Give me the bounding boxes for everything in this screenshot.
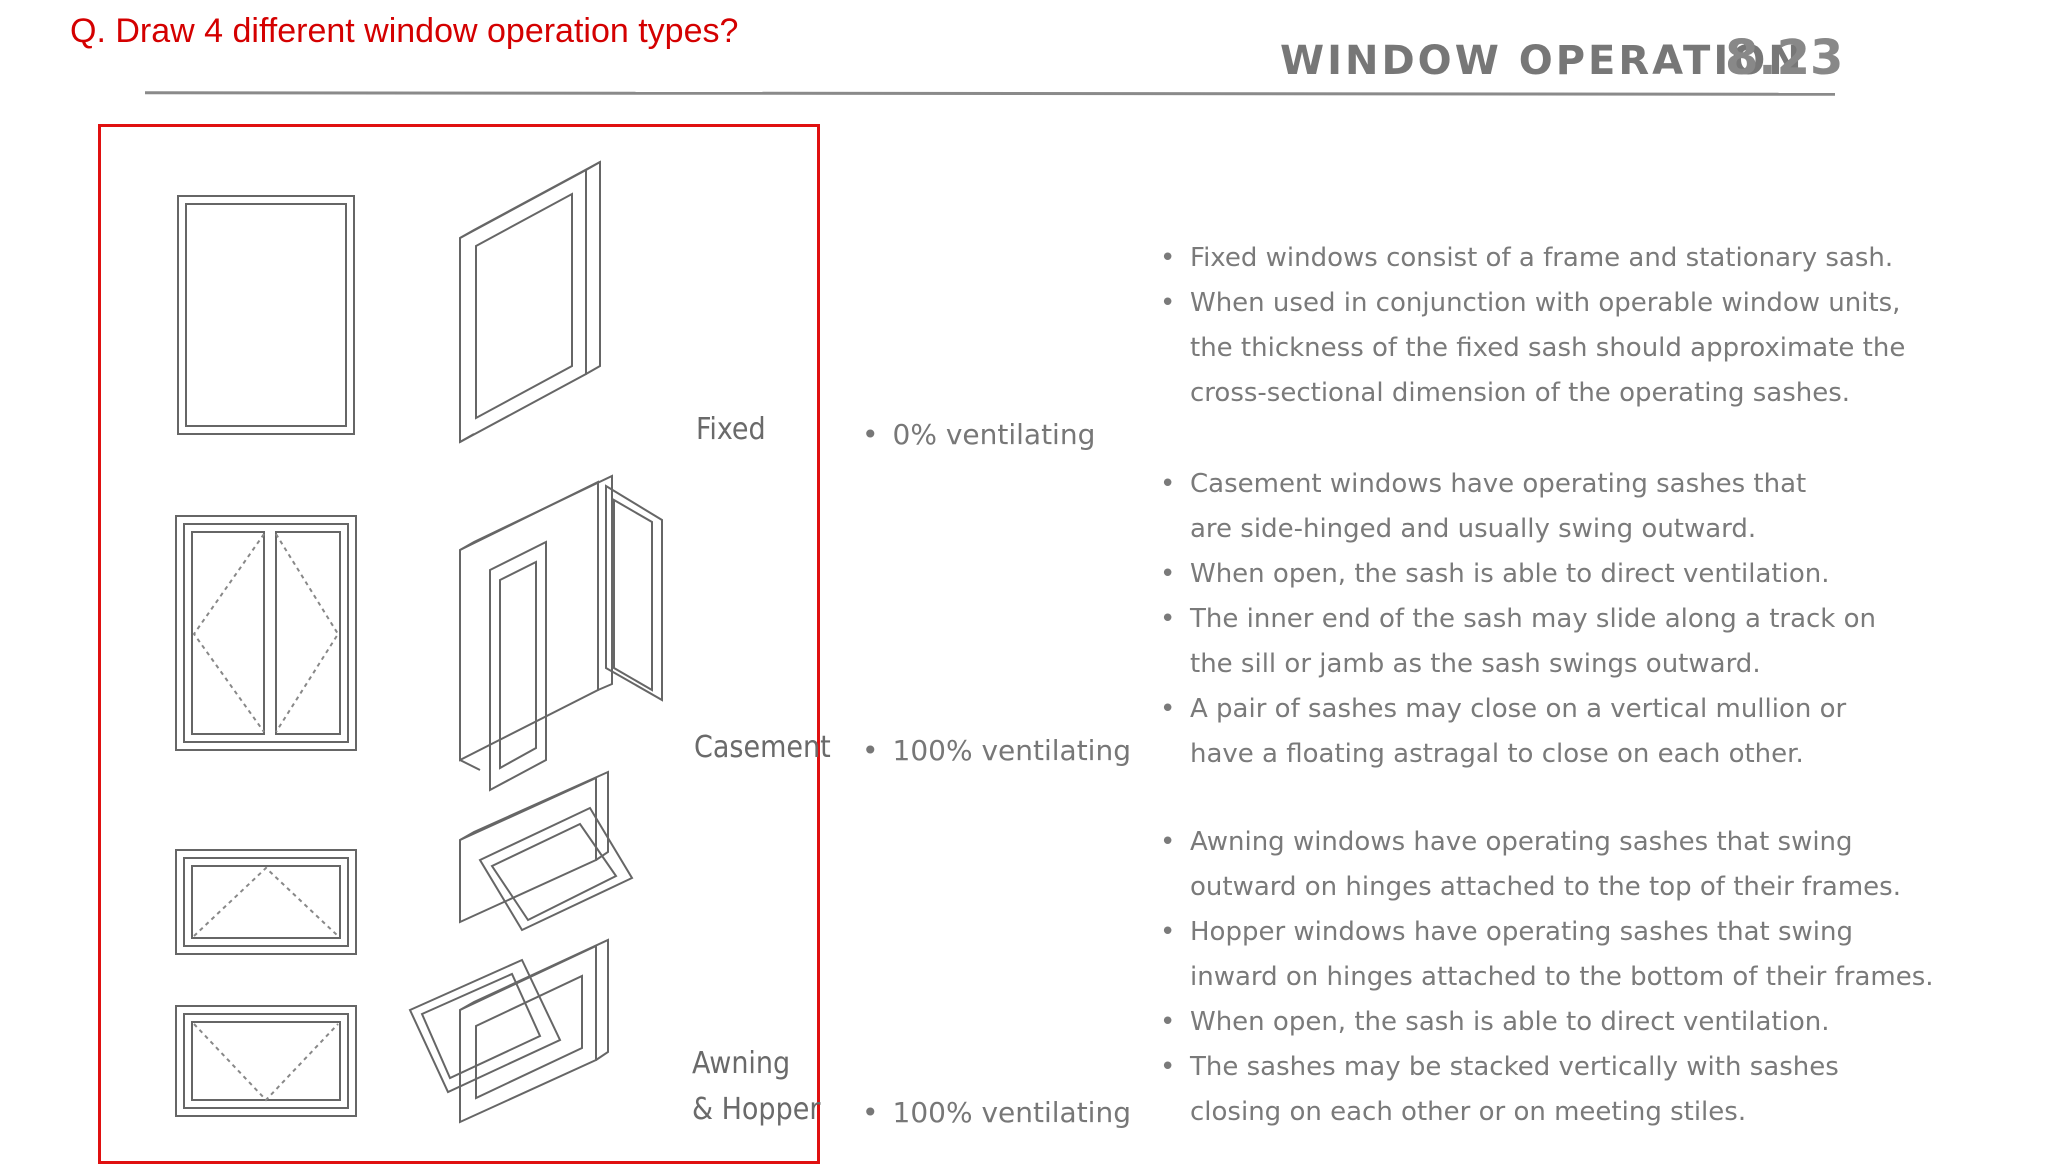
note-line: Awning windows have operating sashes tha… <box>1160 820 1934 865</box>
note-line: have a floating astragal to close on eac… <box>1190 739 1804 769</box>
note-line: When used in conjunction with operable w… <box>1160 281 1905 326</box>
awning-isometric-drawing <box>459 770 634 932</box>
note-line: the thickness of the fixed sash should a… <box>1190 333 1906 363</box>
note-line: Fixed windows consist of a frame and sta… <box>1160 236 1905 281</box>
hopper-isometric-drawing <box>408 938 609 1124</box>
casement-isometric-drawing <box>459 474 663 792</box>
fixed-notes: Fixed windows consist of a frame and sta… <box>1160 236 1905 416</box>
casement-ventilation: •100% ventilating <box>862 734 1131 767</box>
casement-notes: Casement windows have operating sashes t… <box>1160 462 1876 777</box>
fixed-label: Fixed <box>696 412 766 447</box>
awning-hopper-notes: Awning windows have operating sashes tha… <box>1160 820 1934 1135</box>
casement-label: Casement <box>694 730 831 765</box>
note-line: The sashes may be stacked vertically wit… <box>1160 1045 1934 1090</box>
awning-elevation-drawing <box>175 849 357 955</box>
note-line: Casement windows have operating sashes t… <box>1160 462 1876 507</box>
note-line: When open, the sash is able to direct ve… <box>1160 1000 1934 1045</box>
note-line: A pair of sashes may close on a vertical… <box>1160 687 1876 732</box>
casement-elevation-drawing <box>175 515 357 751</box>
note-line: The inner end of the sash may slide alon… <box>1160 597 1876 642</box>
section-number: 8.23 <box>1725 30 1844 86</box>
note-line: inward on hinges attached to the bottom … <box>1190 962 1934 992</box>
note-line: outward on hinges attached to the top of… <box>1190 872 1901 902</box>
note-line: are side-hinged and usually swing outwar… <box>1190 514 1757 544</box>
hopper-label: & Hopper <box>692 1092 821 1127</box>
awning-label: Awning <box>692 1046 791 1081</box>
hopper-elevation-drawing <box>175 1005 357 1117</box>
awning-hopper-ventilation: •100% ventilating <box>862 1096 1131 1129</box>
question-text: Q. Draw 4 different window operation typ… <box>70 12 739 50</box>
note-line: When open, the sash is able to direct ve… <box>1160 552 1876 597</box>
fixed-elevation-drawing <box>177 195 355 435</box>
fixed-isometric-drawing <box>459 160 601 444</box>
section-title: WINDOW OPERATION <box>1280 38 1805 84</box>
note-line: closing on each other or on meeting stil… <box>1190 1097 1747 1127</box>
note-line: cross-sectional dimension of the operati… <box>1190 378 1851 408</box>
fixed-ventilation: •0% ventilating <box>862 418 1096 451</box>
note-line: Hopper windows have operating sashes tha… <box>1160 910 1934 955</box>
note-line: the sill or jamb as the sash swings outw… <box>1190 649 1761 679</box>
